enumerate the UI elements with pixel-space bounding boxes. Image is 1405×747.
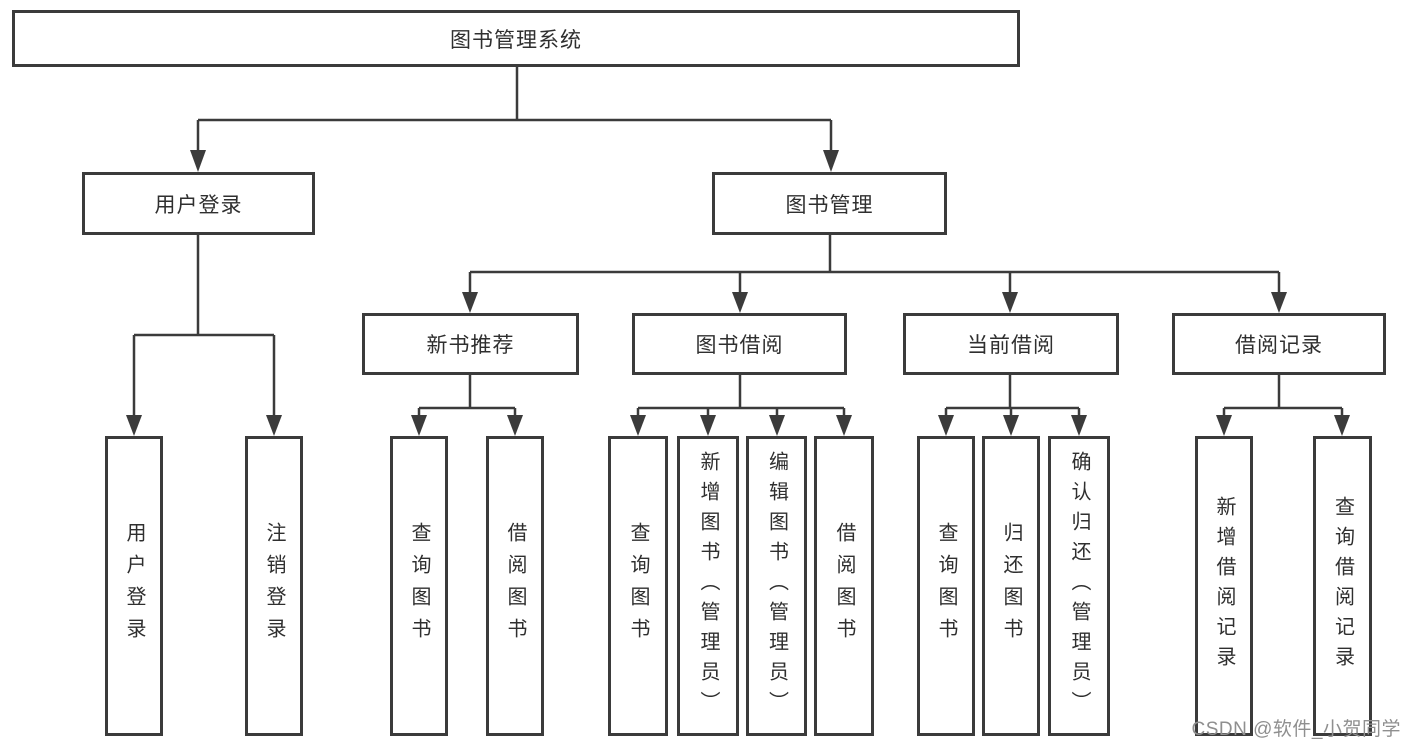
leaf-current-query: 查询图书 <box>917 436 975 736</box>
node-root: 图书管理系统 <box>12 10 1020 67</box>
leaf-record-query-label: 查询借阅记录 <box>1331 496 1354 676</box>
node-borrow-record-label: 借阅记录 <box>1235 334 1323 357</box>
leaf-newbook-query: 查询图书 <box>390 436 448 736</box>
leaf-current-return-label: 归还图书 <box>1000 522 1022 650</box>
leaf-current-query-label: 查询图书 <box>935 522 957 650</box>
leaf-current-return: 归还图书 <box>982 436 1040 736</box>
leaf-newbook-query-label: 查询图书 <box>408 522 430 650</box>
node-user-login-label: 用户登录 <box>154 193 243 217</box>
leaf-borrow-add-label: 新增图书（管理员） <box>697 451 719 721</box>
leaf-borrow-add: 新增图书（管理员） <box>677 436 739 736</box>
leaf-logout-label: 注销登录 <box>263 522 285 650</box>
leaf-borrow-borrow: 借阅图书 <box>814 436 874 736</box>
node-new-book: 新书推荐 <box>362 313 579 375</box>
node-user-login: 用户登录 <box>82 172 315 235</box>
leaf-user-login-label: 用户登录 <box>123 522 145 650</box>
node-book-mgmt: 图书管理 <box>712 172 947 235</box>
leaf-newbook-borrow: 借阅图书 <box>486 436 544 736</box>
leaf-record-add: 新增借阅记录 <box>1195 436 1253 736</box>
node-book-mgmt-label: 图书管理 <box>785 193 874 217</box>
leaf-user-login: 用户登录 <box>105 436 163 736</box>
csdn-watermark: CSDN @软件_小贺同学 <box>1191 719 1401 740</box>
node-current-borrow: 当前借阅 <box>903 313 1119 375</box>
leaf-borrow-edit-label: 编辑图书（管理员） <box>765 451 788 721</box>
leaf-newbook-borrow-label: 借阅图书 <box>504 522 526 650</box>
leaf-current-confirm: 确认归还（管理员） <box>1048 436 1110 736</box>
node-root-label: 图书管理系统 <box>450 28 582 52</box>
leaf-borrow-edit: 编辑图书（管理员） <box>746 436 807 736</box>
leaf-record-query: 查询借阅记录 <box>1313 436 1372 736</box>
node-borrow-record: 借阅记录 <box>1172 313 1386 375</box>
leaf-current-confirm-label: 确认归还（管理员） <box>1068 451 1090 721</box>
node-new-book-label: 新书推荐 <box>426 334 515 357</box>
node-current-borrow-label: 当前借阅 <box>967 334 1055 357</box>
leaf-record-add-label: 新增借阅记录 <box>1213 496 1235 676</box>
node-book-borrow: 图书借阅 <box>632 313 847 375</box>
leaf-borrow-query-label: 查询图书 <box>627 522 649 650</box>
leaf-borrow-borrow-label: 借阅图书 <box>833 522 855 650</box>
leaf-borrow-query: 查询图书 <box>608 436 668 736</box>
leaf-logout: 注销登录 <box>245 436 303 736</box>
node-book-borrow-label: 图书借阅 <box>695 334 784 357</box>
